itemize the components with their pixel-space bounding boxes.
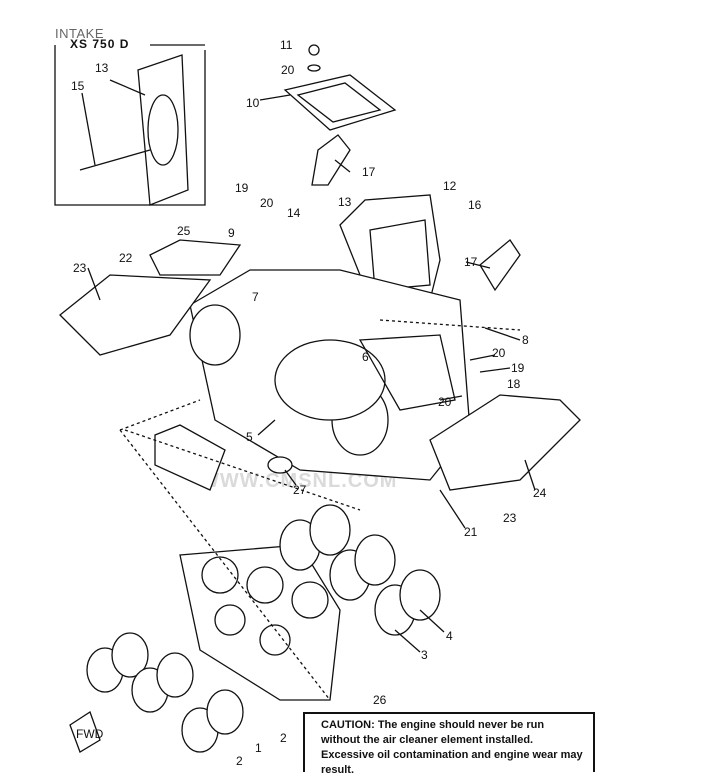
fwd-arrow-icon: FWD bbox=[69, 711, 104, 753]
callout: 14 bbox=[287, 206, 301, 220]
part-intake-joints-lower bbox=[86, 632, 244, 753]
callout: 13 bbox=[338, 195, 352, 209]
part-callouts: 11 20 10 17 19 20 14 13 12 16 25 9 22 17… bbox=[71, 38, 547, 768]
part-duct-25 bbox=[149, 239, 242, 276]
callout: 2 bbox=[236, 754, 243, 768]
callout: 24 bbox=[533, 486, 547, 500]
callout: 10 bbox=[246, 96, 260, 110]
callout: 26 bbox=[373, 693, 387, 707]
model-label: XS 750 D bbox=[70, 37, 130, 51]
callout: 7 bbox=[252, 290, 259, 304]
callout: 3 bbox=[421, 648, 428, 662]
callout: 13 bbox=[95, 61, 109, 75]
callout: 18 bbox=[507, 377, 521, 391]
part-bracket-top bbox=[311, 134, 351, 186]
callout: 23 bbox=[73, 261, 87, 275]
callout: 23 bbox=[503, 511, 517, 525]
callout: 20 bbox=[281, 63, 295, 77]
callout: 17 bbox=[362, 165, 376, 179]
callout: 17 bbox=[464, 255, 478, 269]
callout: 16 bbox=[468, 198, 482, 212]
callout: 6 bbox=[362, 350, 369, 364]
callout: 27 bbox=[293, 483, 307, 497]
callout: 8 bbox=[522, 333, 529, 347]
part-bracket-right bbox=[479, 239, 521, 292]
callout: 4 bbox=[446, 629, 453, 643]
callout: 2 bbox=[280, 731, 287, 745]
callout: 5 bbox=[246, 430, 253, 444]
part-cover bbox=[283, 44, 397, 131]
callout: 1 bbox=[255, 741, 262, 755]
diagram-title: INTAKE bbox=[55, 26, 104, 41]
part-intake-joints-upper bbox=[279, 504, 441, 636]
callout: 15 bbox=[71, 79, 85, 93]
callout: 12 bbox=[443, 179, 457, 193]
callout: 25 bbox=[177, 224, 191, 238]
callout: 21 bbox=[464, 525, 478, 539]
callout: 20 bbox=[492, 346, 506, 360]
callout: 20 bbox=[438, 395, 452, 409]
part-filter bbox=[154, 424, 226, 491]
callout: 9 bbox=[228, 226, 235, 240]
part-carburetors bbox=[179, 544, 341, 701]
callout: 11 bbox=[280, 38, 293, 52]
part-joint bbox=[267, 456, 293, 474]
svg-text:FWD: FWD bbox=[76, 727, 104, 741]
callout: 19 bbox=[511, 361, 525, 375]
inset-box bbox=[54, 44, 206, 206]
part-right-cover bbox=[429, 394, 581, 491]
part-left-cover bbox=[59, 274, 212, 356]
part-airbox bbox=[189, 269, 471, 481]
callout: 19 bbox=[235, 181, 249, 195]
caution-note: CAUTION: The engine should never be run … bbox=[303, 712, 595, 776]
watermark: WWW.CMSNL.COM bbox=[200, 470, 398, 492]
callout: 22 bbox=[119, 251, 133, 265]
callout: 20 bbox=[260, 196, 274, 210]
